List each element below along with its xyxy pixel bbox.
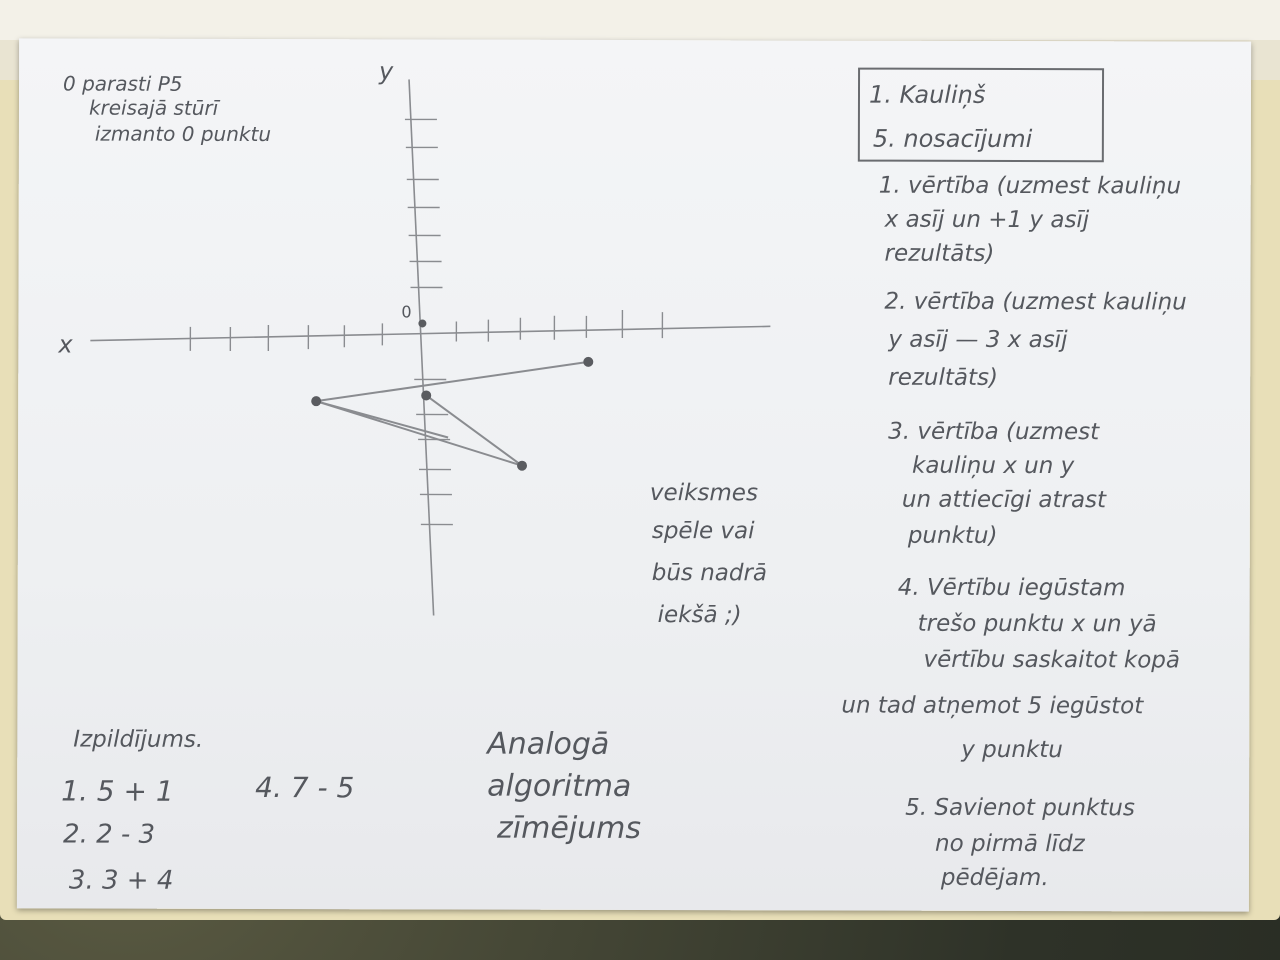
y-axis-line bbox=[408, 79, 435, 616]
condition-3-line-3: un attiecīgi atrast bbox=[902, 487, 1107, 514]
point-4 bbox=[517, 460, 528, 471]
execution-line-2: 2. 2 - 3 bbox=[63, 820, 155, 850]
x-axis-label: x bbox=[57, 330, 73, 358]
execution-line-4: 4. 7 - 5 bbox=[255, 771, 354, 804]
condition-1-line-3: rezultāts) bbox=[885, 241, 995, 267]
condition-5-line-2: no pirmā līdz bbox=[935, 831, 1086, 857]
caption: Analogā algoritma zīmējums bbox=[485, 727, 641, 846]
note-line-3: izmanto 0 punktu bbox=[95, 122, 271, 146]
condition-4-line-1: 4. Vērtību iegūstam bbox=[898, 575, 1126, 602]
point-1 bbox=[583, 356, 594, 367]
condition-2-line-1: 2. vērtība (uzmest kauliņu bbox=[884, 289, 1186, 316]
top-left-note: 0 parasti P5 kreisajā stūrī izmanto 0 pu… bbox=[63, 72, 271, 147]
middle-note: veiksmes spēle vai būs nadrā iekšā ;) bbox=[650, 480, 767, 628]
condition-3-line-1: 3. vērtība (uzmest bbox=[888, 419, 1100, 446]
condition-3-line-4: punktu) bbox=[907, 523, 998, 549]
paper-stack-top bbox=[0, 0, 1280, 40]
condition-4-line-5: y punktu bbox=[960, 737, 1063, 763]
conditions-list: 1. vērtība (uzmest kauliņu x asīj un +1 … bbox=[841, 173, 1186, 891]
condition-3-line-2: kauliņu x un y bbox=[912, 453, 1075, 479]
y-axis-label: y bbox=[378, 57, 394, 85]
condition-1-line-1: 1. vērtība (uzmest kauliņu bbox=[879, 173, 1181, 200]
y-axis-ticks bbox=[404, 118, 453, 526]
plotted-points bbox=[311, 319, 594, 471]
execution-title: Izpildījums. bbox=[73, 727, 203, 753]
execution-section: Izpildījums. 1. 5 + 1 4. 7 - 5 2. 2 - 3 … bbox=[61, 727, 354, 896]
origin-point bbox=[418, 319, 427, 328]
condition-4-line-4: un tad atņemot 5 iegūstot bbox=[841, 693, 1144, 720]
paper-sheet: 0 parasti P5 kreisajā stūrī izmanto 0 pu… bbox=[16, 38, 1252, 912]
drawn-triangle bbox=[315, 360, 589, 467]
condition-4-line-2: trešo punktu x un yā bbox=[918, 611, 1157, 638]
note-line-2: kreisajā stūrī bbox=[89, 96, 221, 120]
x-axis-ticks bbox=[189, 309, 664, 352]
header-box-text: 1. Kauliņš 5. nosacījumi bbox=[869, 81, 1033, 153]
box-line-1: 1. Kauliņš bbox=[869, 81, 986, 109]
middle-note-line-2: spēle vai bbox=[652, 518, 755, 544]
execution-line-3: 3. 3 + 4 bbox=[69, 866, 174, 896]
coordinate-axes bbox=[90, 79, 771, 616]
condition-5-line-1: 5. Savienot punktus bbox=[905, 795, 1135, 822]
origin-label: 0 bbox=[401, 302, 411, 321]
middle-note-line-4: iekšā ;) bbox=[658, 602, 742, 628]
x-axis-line bbox=[90, 325, 771, 342]
drawing-canvas: 0 parasti P5 kreisajā stūrī izmanto 0 pu… bbox=[57, 57, 1186, 896]
condition-4-line-3: vērtību saskaitot kopā bbox=[923, 647, 1180, 674]
box-line-2: 5. nosacījumi bbox=[873, 125, 1033, 153]
connecting-lines bbox=[315, 360, 589, 467]
header-box bbox=[857, 67, 1105, 163]
execution-line-1: 1. 5 + 1 bbox=[61, 775, 174, 808]
condition-2-line-3: rezultāts) bbox=[888, 365, 998, 391]
caption-line-3: zīmējums bbox=[496, 811, 641, 846]
caption-line-2: algoritma bbox=[487, 769, 631, 804]
condition-2-line-2: y asīj — 3 x asīj bbox=[887, 327, 1068, 353]
condition-5-line-3: pēdējam. bbox=[940, 865, 1049, 891]
point-2 bbox=[311, 396, 322, 407]
point-3 bbox=[421, 390, 432, 401]
condition-1-line-2: x asīj un +1 y asīj bbox=[884, 207, 1090, 234]
middle-note-line-3: būs nadrā bbox=[652, 560, 767, 586]
note-line-1: 0 parasti P5 bbox=[63, 72, 183, 96]
caption-line-1: Analogā bbox=[485, 727, 609, 762]
middle-note-line-1: veiksmes bbox=[650, 480, 758, 506]
